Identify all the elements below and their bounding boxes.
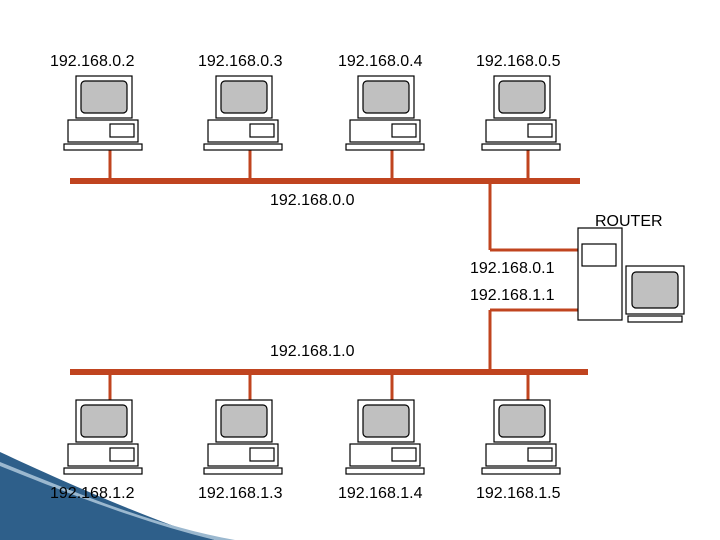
decorative-swoosh bbox=[0, 452, 235, 540]
computer-icon bbox=[63, 399, 143, 475]
computer-icon bbox=[345, 75, 425, 151]
host-label-0-2: 192.168.0.2 bbox=[50, 53, 135, 70]
computer-icon bbox=[63, 75, 143, 151]
computer-icon bbox=[481, 75, 561, 151]
top-network-bus bbox=[70, 150, 580, 252]
bottom-network-bus bbox=[70, 308, 588, 400]
computer-icon bbox=[203, 399, 283, 475]
computer-icon bbox=[345, 399, 425, 475]
router-computer-icon bbox=[577, 227, 685, 323]
host-label-1-2: 192.168.1.2 bbox=[50, 485, 135, 502]
computer-icon bbox=[481, 399, 561, 475]
host-label-1-3: 192.168.1.3 bbox=[198, 485, 283, 502]
host-label-0-5: 192.168.0.5 bbox=[476, 53, 561, 70]
host-label-0-3: 192.168.0.3 bbox=[198, 53, 283, 70]
host-label-1-5: 192.168.1.5 bbox=[476, 485, 561, 502]
host-label-1-4: 192.168.1.4 bbox=[338, 485, 423, 502]
router-interface-top: 192.168.0.1 bbox=[470, 260, 555, 277]
router-interface-bottom: 192.168.1.1 bbox=[470, 287, 555, 304]
network-label-top: 192.168.0.0 bbox=[270, 192, 355, 209]
network-label-bottom: 192.168.1.0 bbox=[270, 343, 355, 360]
host-label-0-4: 192.168.0.4 bbox=[338, 53, 423, 70]
computer-icon bbox=[203, 75, 283, 151]
router-label: ROUTER bbox=[595, 213, 663, 230]
